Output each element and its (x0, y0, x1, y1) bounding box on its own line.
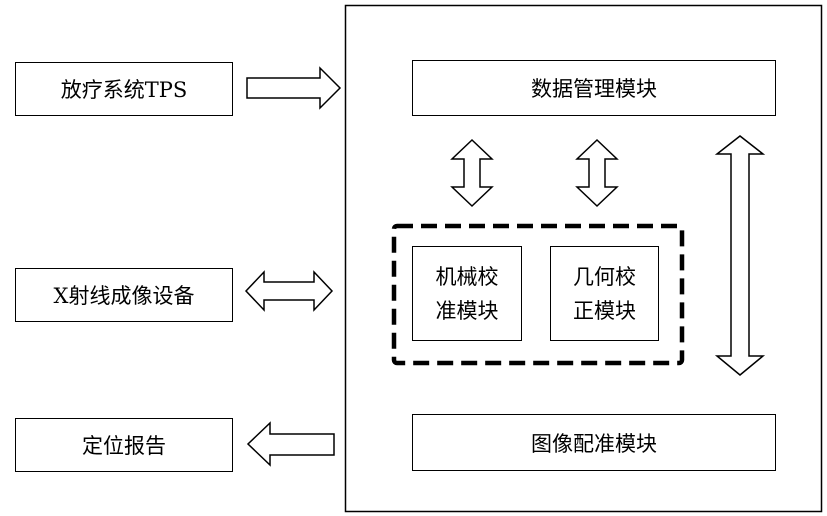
arrow-data-mech (450, 138, 494, 208)
xray-device-label: X射线成像设备 (53, 284, 195, 308)
calibration-group-frame (391, 223, 685, 366)
mechanical-calibration-line2: 准模块 (435, 298, 499, 323)
arrow-xray-system (244, 270, 334, 312)
image-registration-module: 图像配准模块 (412, 414, 776, 471)
arrow-data-registration (714, 135, 766, 376)
arrow-tps-to-system (246, 66, 342, 110)
geometric-calibration-module: 几何校 正模块 (550, 246, 659, 341)
geometric-calibration-line2: 正模块 (573, 298, 636, 323)
xray-device-box: X射线成像设备 (15, 268, 233, 322)
data-management-label: 数据管理模块 (531, 77, 657, 101)
image-registration-label: 图像配准模块 (531, 431, 657, 456)
data-management-module: 数据管理模块 (412, 60, 776, 116)
arrow-data-geom (575, 138, 619, 208)
system-frame (344, 4, 823, 513)
tps-label: 放疗系统TPS (60, 78, 188, 102)
report-box: 定位报告 (15, 418, 233, 472)
tps-box: 放疗系统TPS (15, 62, 233, 116)
geometric-calibration-line1: 几何校 (573, 264, 636, 289)
report-label: 定位报告 (82, 434, 166, 458)
arrow-system-to-report (246, 421, 335, 467)
mechanical-calibration-module: 机械校 准模块 (412, 246, 522, 341)
mechanical-calibration-line1: 机械校 (435, 264, 499, 289)
